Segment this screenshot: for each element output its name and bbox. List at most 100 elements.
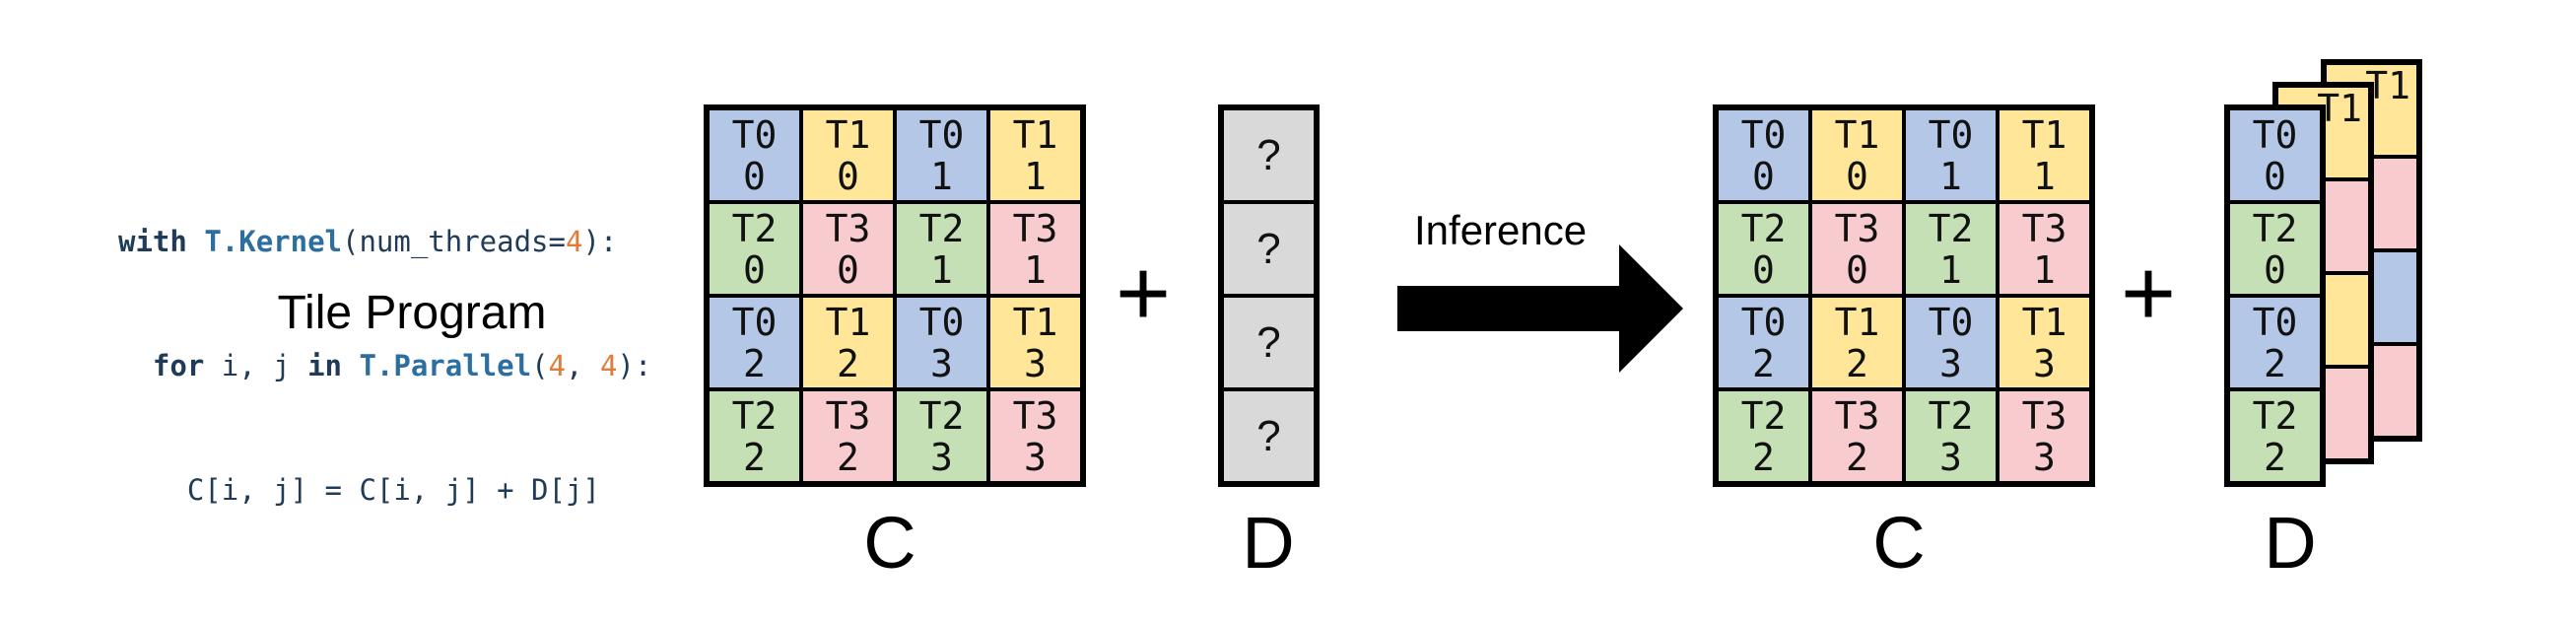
code-line-3: C[i, j] = C[i, j] + D[j]: [118, 469, 651, 511]
thread-id: T0: [1740, 300, 1787, 344]
thread-id: T2: [918, 393, 965, 438]
thread-id: T2: [1928, 393, 1974, 438]
thread-id: T1: [2021, 112, 2068, 157]
element-index: 3: [930, 435, 953, 479]
element-index: 3: [2033, 435, 2056, 479]
thread-id: T2: [1740, 393, 1787, 438]
vector-d-inferred-label: D: [2264, 502, 2317, 584]
thread-id: T3: [1834, 206, 1880, 250]
element-index: 0: [837, 247, 859, 292]
element-index: 2: [743, 435, 766, 479]
element-index: 0: [743, 154, 766, 198]
element-index: 2: [837, 341, 859, 385]
unknown-cell: ?: [1222, 389, 1316, 483]
element-index: 3: [1939, 341, 1962, 385]
code-number: 4: [548, 349, 567, 382]
thread-id: T1: [1834, 112, 1880, 157]
code-function: T.Kernel: [204, 225, 342, 258]
element-index: 2: [1752, 341, 1775, 385]
unknown-cell: ?: [1222, 202, 1316, 296]
thread-id: T0: [1928, 300, 1974, 344]
plus-sign-left: +: [1116, 241, 1172, 346]
thread-id: T3: [825, 393, 871, 438]
thread-id: T3: [2021, 393, 2068, 438]
tile-program-caption: Tile Program: [277, 287, 547, 339]
thread-id: T0: [2252, 300, 2298, 344]
unknown-cell: ?: [1222, 108, 1316, 202]
thread-id: T1: [825, 300, 871, 344]
thread-id: T0: [731, 112, 778, 157]
element-index: 1: [1939, 154, 1962, 198]
inference-arrow-icon: [1397, 244, 1683, 373]
thread-id: T0: [731, 300, 778, 344]
code-function: T.Parallel: [359, 349, 532, 382]
code-text: ):: [582, 225, 618, 258]
code-text: (num_threads=: [342, 225, 566, 258]
thread-id: T1: [1834, 300, 1880, 344]
code-number: 4: [565, 225, 583, 258]
code-snippet: with T.Kernel(num_threads=4): for i, j i…: [118, 138, 651, 552]
element-index: 1: [930, 247, 953, 292]
thread-id: T1: [825, 112, 871, 157]
element-index: 2: [743, 341, 766, 385]
matrix-c-right-label: C: [1872, 502, 1926, 584]
code-text: C[i, j] = C[i, j] + D[j]: [186, 473, 600, 507]
thread-id: T3: [1012, 206, 1058, 250]
code-line-1: with T.Kernel(num_threads=4):: [118, 221, 651, 262]
element-index: 1: [1939, 247, 1962, 292]
thread-id: T2: [731, 206, 778, 250]
thread-id: T0: [1740, 112, 1787, 157]
element-index: 3: [1939, 435, 1962, 479]
element-index: 1: [2033, 247, 2056, 292]
element-index: 0: [837, 154, 859, 198]
thread-id: T2: [2252, 206, 2298, 250]
element-index: 2: [1846, 435, 1868, 479]
code-text: ,: [566, 349, 600, 382]
thread-id: T0: [2252, 112, 2298, 157]
element-index: 2: [837, 435, 859, 479]
thread-id: T3: [1834, 393, 1880, 438]
matrix-c-left-label: C: [863, 502, 916, 584]
element-index: 1: [930, 154, 953, 198]
thread-id: T2: [1928, 206, 1974, 250]
vector-d-unknown-label: D: [1242, 502, 1295, 584]
vector-d-unknown: ????: [1218, 104, 1320, 487]
code-text: ):: [617, 349, 652, 382]
code-text: i, j: [204, 349, 308, 382]
code-keyword: for: [152, 349, 205, 382]
element-index: 0: [1752, 154, 1775, 198]
element-index: 0: [743, 247, 766, 292]
element-index: 3: [1024, 435, 1047, 479]
element-index: 2: [2264, 435, 2286, 479]
element-index: 1: [2033, 154, 2056, 198]
element-index: 0: [1846, 247, 1868, 292]
code-number: 4: [599, 349, 618, 382]
